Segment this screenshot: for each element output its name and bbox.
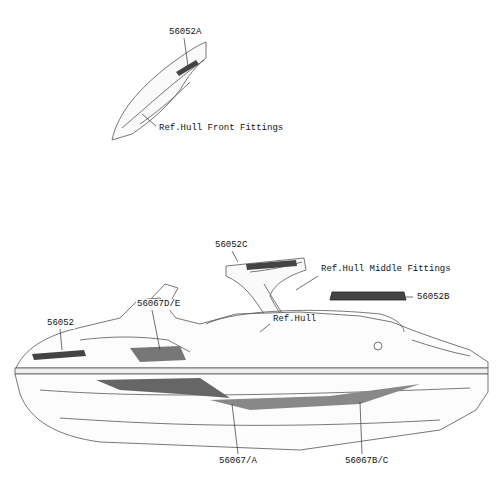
part-number: 56067/A — [218, 456, 258, 467]
deck-decal — [130, 346, 186, 362]
deck-detail — [374, 342, 382, 350]
leader-line — [296, 276, 318, 290]
leader-line — [232, 404, 238, 454]
top-decal — [330, 292, 406, 300]
hull-deck — [16, 298, 488, 368]
hull-bottom — [15, 374, 488, 450]
front-fitting-stripe — [140, 82, 190, 124]
reference-label: Ref.Hull Front Fittings — [158, 123, 284, 134]
side-decal — [210, 384, 420, 410]
part-number: 56052C — [214, 240, 248, 251]
leader-line — [260, 324, 270, 332]
part-number: 56067D/E — [136, 299, 181, 310]
leader-line — [152, 310, 160, 350]
leader-line — [184, 38, 188, 66]
hull-stripe — [40, 388, 470, 395]
seat — [206, 310, 404, 332]
reference-label: Ref.Hull — [272, 314, 317, 325]
part-number: 56052B — [416, 292, 450, 303]
deck-detail — [412, 340, 470, 356]
leader-lines — [60, 38, 413, 454]
line-art — [15, 42, 488, 450]
hull-stripe — [60, 418, 440, 425]
part-number: 56052 — [46, 318, 75, 329]
leader-line — [142, 114, 156, 126]
leader-line — [232, 251, 238, 262]
bow-decal — [32, 350, 86, 360]
middle-decal — [246, 260, 297, 270]
front-fitting-stripe — [122, 60, 204, 128]
reference-label: Ref.Hull Middle Fittings — [320, 264, 452, 275]
part-number: 56067B/C — [344, 456, 389, 467]
gunwale — [15, 368, 488, 374]
leader-line — [406, 297, 413, 298]
leader-line — [360, 402, 362, 454]
leader-line — [60, 329, 62, 350]
part-number: 56052A — [168, 27, 202, 38]
side-decal — [96, 378, 230, 398]
